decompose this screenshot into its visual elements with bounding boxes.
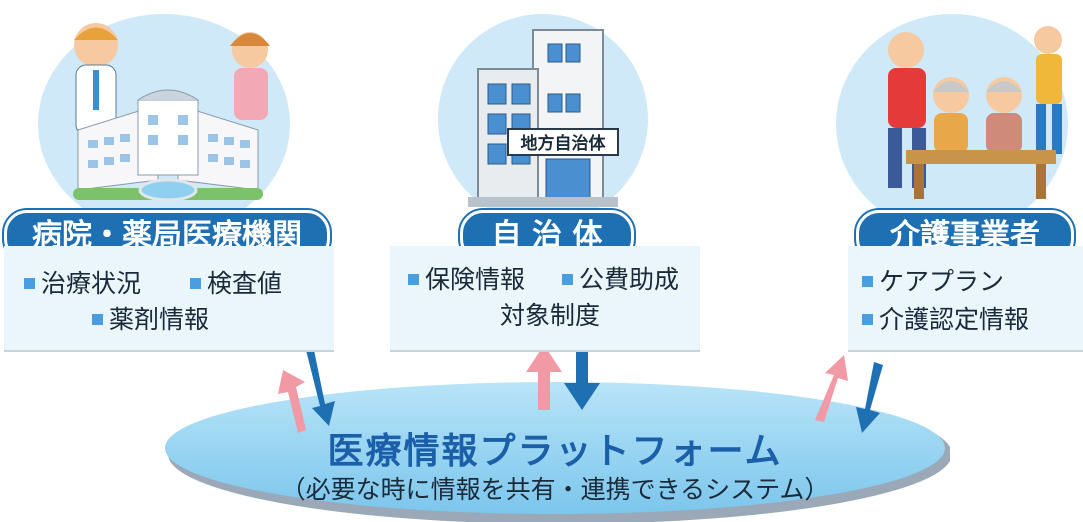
bullet-icon: [24, 277, 35, 289]
elderly-person-icon: [986, 77, 1022, 153]
care-item-care-plan: ケアプラン: [862, 266, 1004, 298]
municipality-item-target-system: 対象制度: [500, 301, 601, 330]
arrow-down-municipality: [564, 345, 600, 410]
arrow-down-hospital: [306, 350, 335, 426]
bullet-icon: [862, 313, 873, 325]
building-sign-board: [507, 128, 619, 156]
platform-label-block: 医療情報プラットフォーム （必要な時に情報を共有・連携できるシステム）: [160, 382, 950, 512]
municipality-illustration: [468, 29, 619, 207]
bullet-icon: [190, 277, 201, 289]
care-info-box: ケアプラン 介護認定情報: [848, 246, 1083, 350]
bullet-icon: [562, 273, 573, 285]
hospital-illustration: [73, 23, 270, 202]
platform-name: 医療情報プラットフォーム: [327, 431, 783, 472]
arrow-down-care: [856, 362, 883, 433]
hospital-item-medication: 薬剤情報: [92, 304, 209, 336]
pharmacist-icon: [230, 32, 270, 120]
bullet-icon: [408, 273, 419, 285]
arrow-up-municipality: [526, 345, 562, 410]
building-sign-text: 地方自治体: [520, 134, 606, 154]
hospital-item-test-values: 検査値: [190, 268, 282, 300]
government-building-icon: [468, 29, 618, 207]
platform-subtitle: （必要な時に情報を共有・連携できるシステム）: [280, 475, 830, 504]
arrow-up-hospital: [278, 370, 306, 433]
municipality-item-subsidy: 公費助成: [562, 264, 679, 296]
doctor-icon: [74, 23, 118, 136]
elderly-person-icon: [933, 77, 969, 153]
bullet-icon: [862, 275, 873, 287]
arrow-up-care: [815, 355, 848, 422]
care-illustration: [888, 26, 1062, 199]
platform-ellipse: [165, 382, 950, 522]
hospital-building-icon: [73, 89, 263, 202]
hospital-item-treatment: 治療状況: [24, 268, 141, 300]
hospital-info-box: 治療状況 検査値 薬剤情報: [4, 246, 334, 350]
municipality-item-insurance: 保険情報: [408, 264, 525, 296]
dining-table-icon: [906, 150, 1056, 199]
municipality-info-box: 保険情報 公費助成 対象制度: [390, 246, 700, 350]
care-item-certification: 介護認定情報: [862, 304, 1029, 336]
caregiver-icon: [1034, 26, 1062, 154]
bullet-icon: [92, 313, 103, 325]
